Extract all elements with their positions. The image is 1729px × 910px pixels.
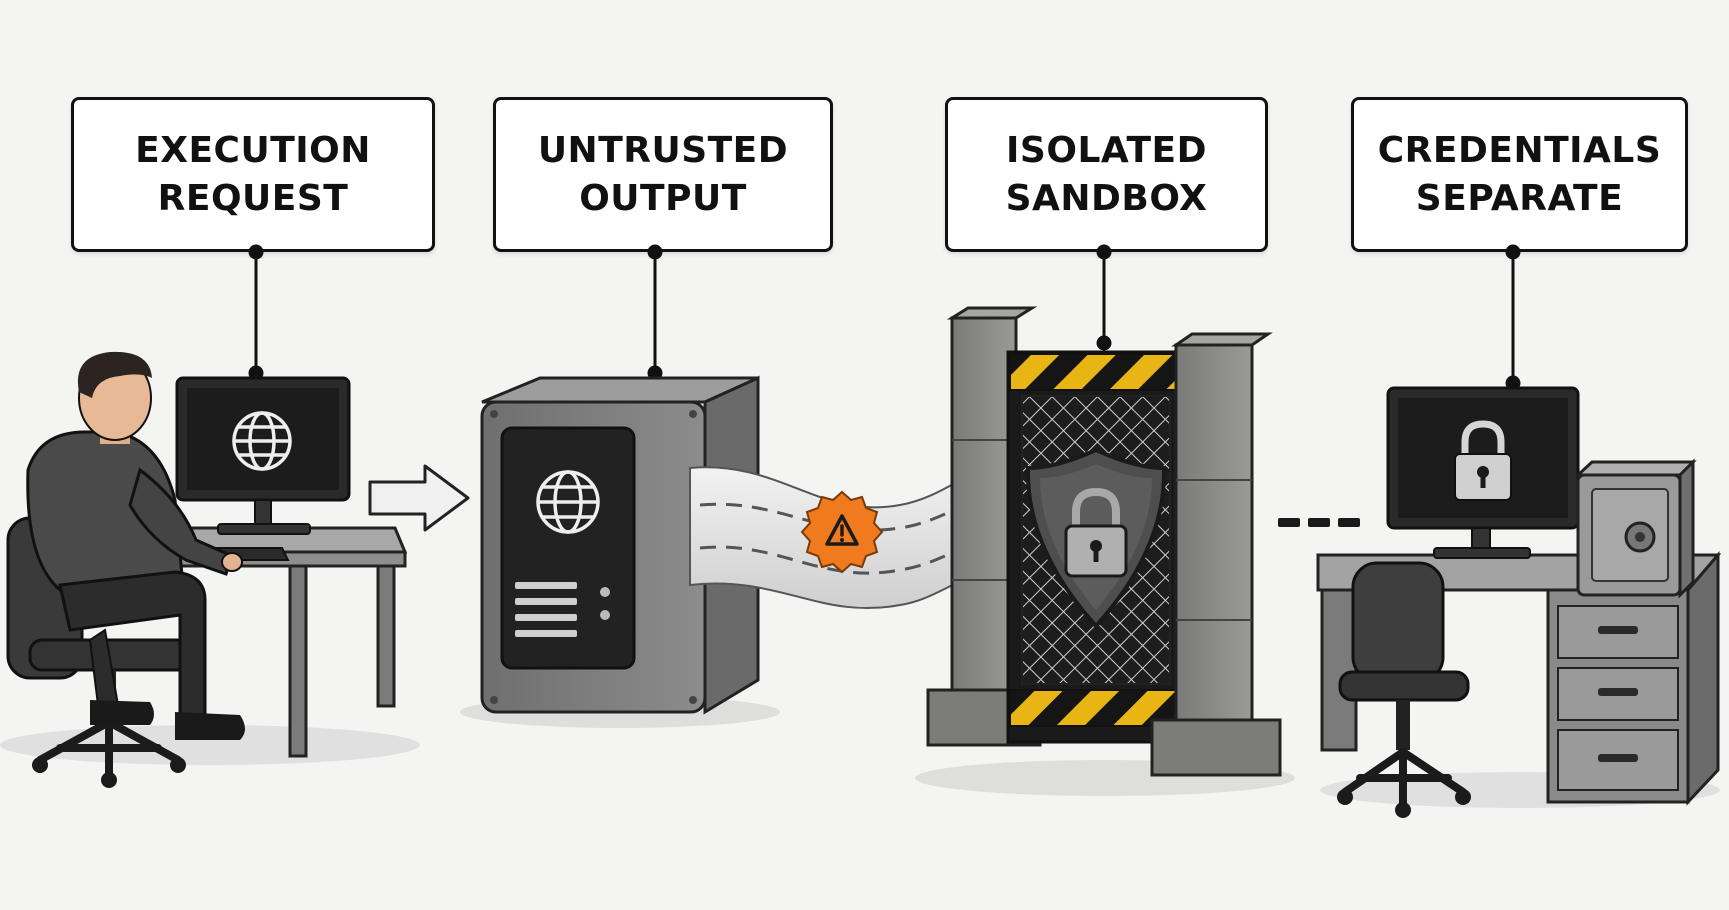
user-workstation [0, 351, 420, 788]
separator-dashes [1278, 518, 1360, 527]
label-line-1: ISOLATED [1006, 129, 1207, 171]
warning-icon [800, 490, 884, 574]
globe-icon [536, 470, 600, 534]
label-untrusted-output: UNTRUSTED OUTPUT [493, 97, 833, 252]
label-line-2: OUTPUT [579, 177, 747, 219]
credential-workstation [1316, 386, 1722, 818]
shield-lock-icon [1025, 447, 1167, 629]
user-monitor [175, 376, 351, 535]
connector-lines [248, 244, 1521, 391]
label-line-2: SANDBOX [1005, 177, 1208, 219]
person [26, 351, 245, 740]
output-stream [689, 466, 986, 610]
label-credentials-separate: CREDENTIALS SEPARATE [1351, 97, 1688, 252]
label-line-1: CREDENTIALS [1377, 129, 1662, 171]
vault-monitor [1386, 386, 1580, 559]
desk-drawers [1557, 605, 1679, 791]
sandbox-gate [915, 306, 1295, 796]
lock-icon [1454, 420, 1512, 501]
globe-icon [232, 411, 292, 471]
server-unit [460, 375, 780, 728]
label-line-1: UNTRUSTED [537, 129, 789, 171]
label-line-2: REQUEST [157, 177, 349, 219]
arrow-right-icon [368, 464, 470, 532]
label-execution-request: EXECUTION REQUEST [71, 97, 435, 252]
label-line-2: SEPARATE [1415, 177, 1624, 219]
office-chair [1337, 561, 1471, 818]
vent-slots [515, 582, 577, 637]
safe-icon [1574, 458, 1697, 599]
label-line-1: EXECUTION [135, 129, 371, 171]
